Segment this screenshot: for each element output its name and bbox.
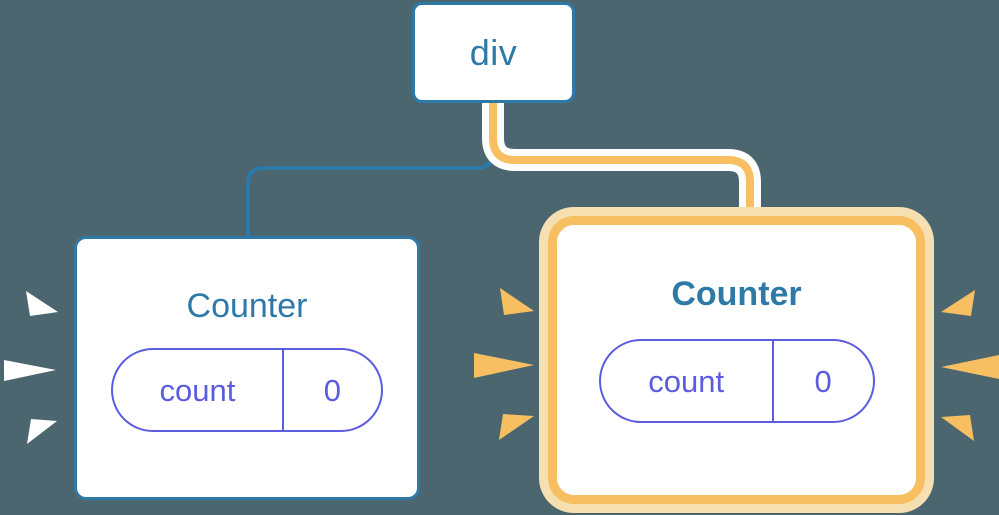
node-counter-right-title: Counter xyxy=(671,275,802,313)
node-div[interactable]: div xyxy=(412,2,575,103)
sparkle-ray xyxy=(474,353,534,378)
node-counter-left-title: Counter xyxy=(186,287,308,325)
node-div-label: div xyxy=(469,31,518,73)
node-counter-right[interactable]: Counter count 0 xyxy=(548,216,925,504)
state-pill-counter-left: count 0 xyxy=(111,348,383,432)
sparkle-ray xyxy=(499,414,534,440)
state-key-label: count xyxy=(113,350,284,430)
sparkle-ray xyxy=(27,419,57,444)
sparkle-group-counter-left xyxy=(4,291,58,444)
edge-div-to-counter-right xyxy=(489,103,754,216)
state-value-label: 0 xyxy=(323,372,342,408)
edge-div-to-counter-left xyxy=(246,103,495,236)
sparkle-ray xyxy=(4,360,56,381)
sparkle-ray xyxy=(941,290,975,316)
state-key-label: count xyxy=(601,341,774,421)
sparkle-group-counter-right-right xyxy=(941,290,999,441)
sparkle-ray xyxy=(941,355,999,379)
sparkle-ray xyxy=(500,288,534,315)
sparkle-group-counter-right-left xyxy=(474,288,534,440)
sparkle-ray xyxy=(26,291,58,316)
sparkle-ray xyxy=(941,415,974,441)
node-counter-left[interactable]: Counter count 0 xyxy=(74,236,420,500)
state-pill-counter-right: count 0 xyxy=(598,339,875,423)
state-value-label: 0 xyxy=(814,363,832,399)
edge-div-to-counter-right-halo xyxy=(482,103,761,216)
